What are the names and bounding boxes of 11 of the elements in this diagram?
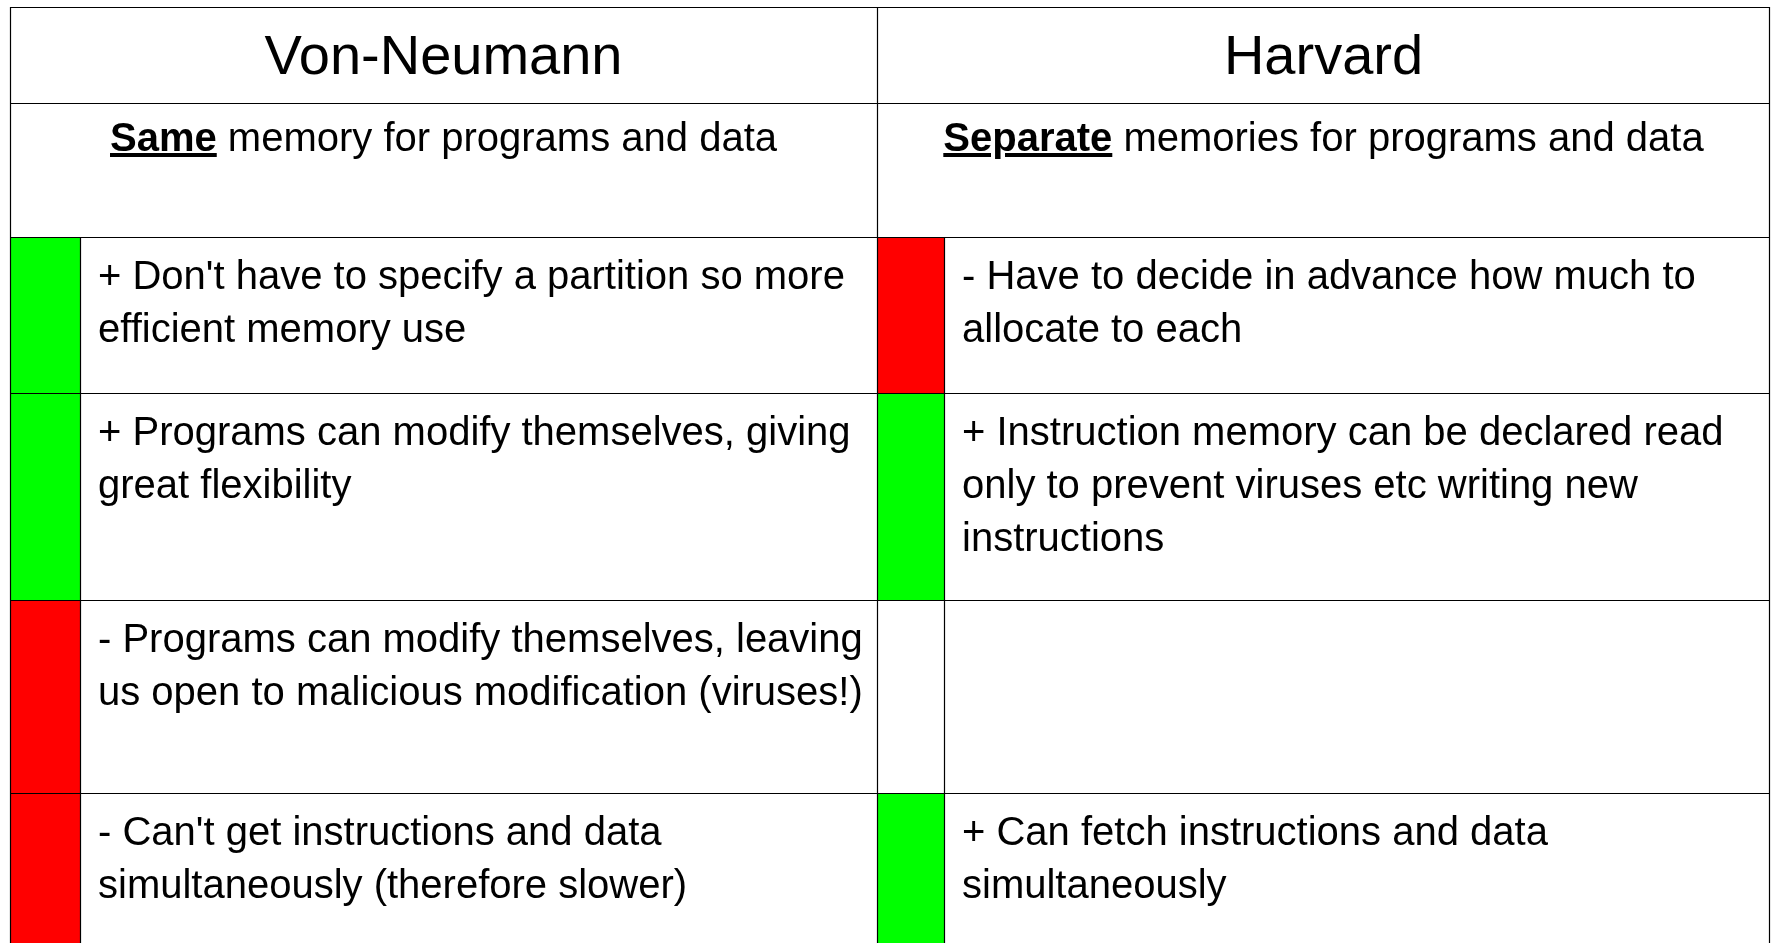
- comparison-text: + Instruction memory can be declared read only to prevent viruses etc writing new instructions: [961, 408, 1725, 561]
- comparison-text: - Programs can modify themselves, leaving us open to malicious modification (viruses!): [97, 615, 864, 715]
- column-heading: Harvard: [1222, 22, 1425, 88]
- comparison-text: + Programs can modify themselves, giving great flexibility: [97, 408, 852, 508]
- column-heading: Von-Neumann: [263, 22, 624, 88]
- comparison-text: - Have to decide in advance how much to allocate to each: [961, 252, 1697, 352]
- column-subheading: Same memory for programs and data: [109, 114, 778, 161]
- comparison-text: + Can fetch instructions and data simultaneously: [961, 808, 1549, 908]
- column-subheading: Separate memories for programs and data: [942, 114, 1705, 161]
- comparison-text: - Can't get instructions and data simultaneously (therefore slower): [97, 808, 689, 908]
- comparison-text: + Don't have to specify a partition so more efficient memory use: [97, 252, 846, 352]
